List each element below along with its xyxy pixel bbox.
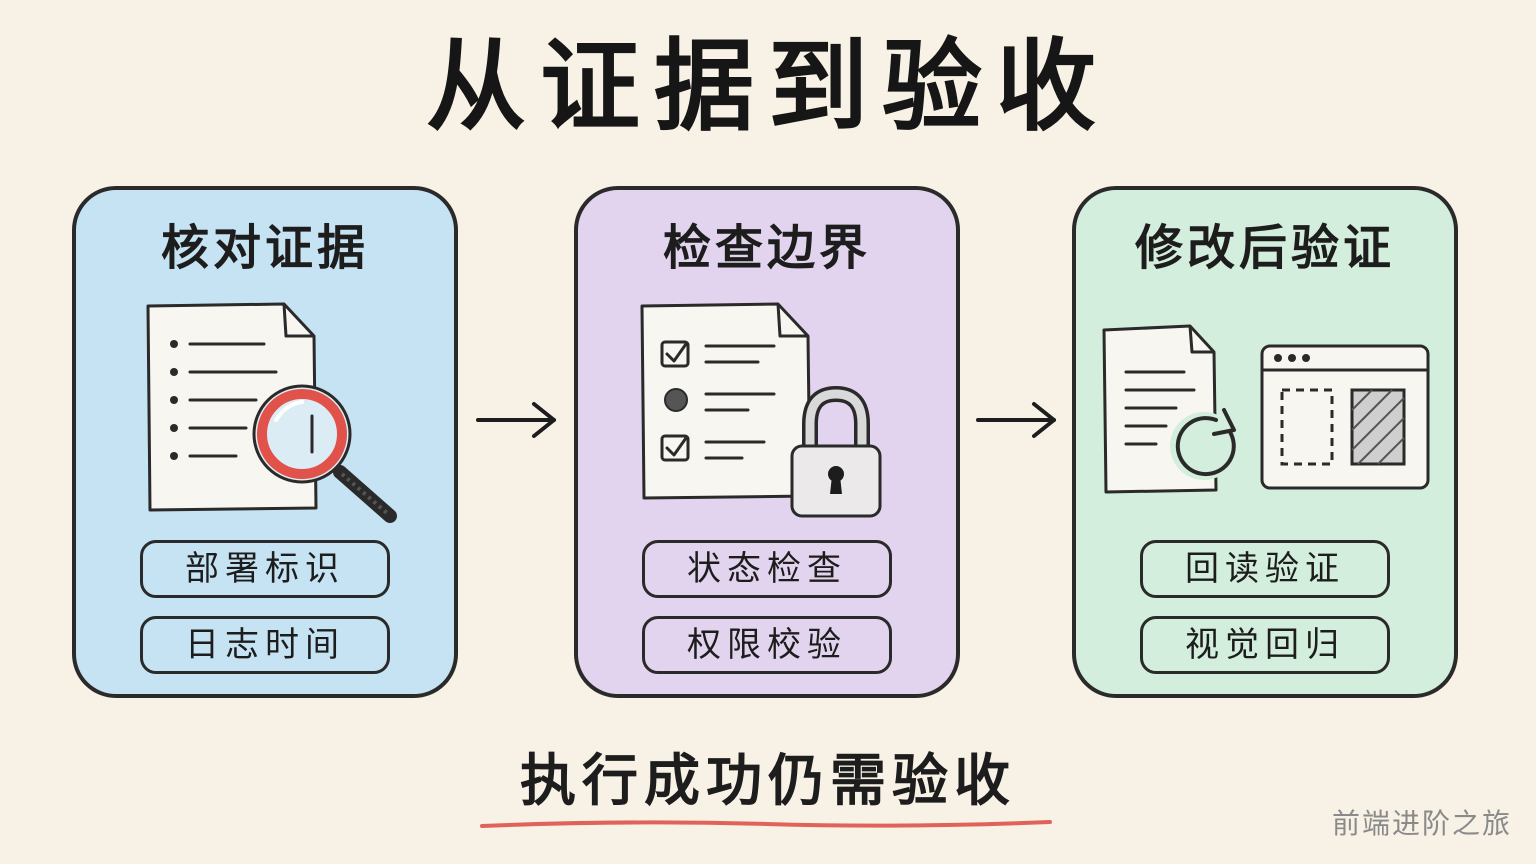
document-magnifier-icon (146, 302, 397, 523)
tag-visual-regression: 视觉回归 (1140, 616, 1390, 674)
tag-permission-check: 权限校验 (642, 616, 892, 674)
tag-deployment-id: 部署标识 (140, 540, 390, 598)
arrow-right-icon (976, 402, 1056, 438)
arrow-right-icon (476, 402, 556, 438)
panel-verify-evidence: 核对证据 部署标识 日志时间 (72, 186, 458, 698)
tag-state-check: 状态检查 (642, 540, 892, 598)
bottom-caption: 执行成功仍需验收 (520, 749, 1016, 814)
panel-title: 修改后验证 (1134, 220, 1395, 276)
tag-log-time: 日志时间 (140, 616, 390, 674)
panel-post-change-verification: 修改后验证 回读验证 视觉回归 (1072, 186, 1458, 698)
panel-title: 核对证据 (160, 220, 369, 276)
tag-read-back-verification: 回读验证 (1140, 540, 1390, 598)
watermark: 前端进阶之旅 (1331, 807, 1512, 840)
panel-check-boundaries: 检查边界 状态检查 权限校验 (574, 186, 960, 698)
document-refresh-window-icon (1102, 324, 1430, 494)
panel-title: 检查边界 (662, 220, 871, 276)
checklist-lock-icon (640, 302, 882, 518)
main-title: 从证据到验收 (426, 28, 1110, 145)
caption-underline (480, 820, 1052, 828)
